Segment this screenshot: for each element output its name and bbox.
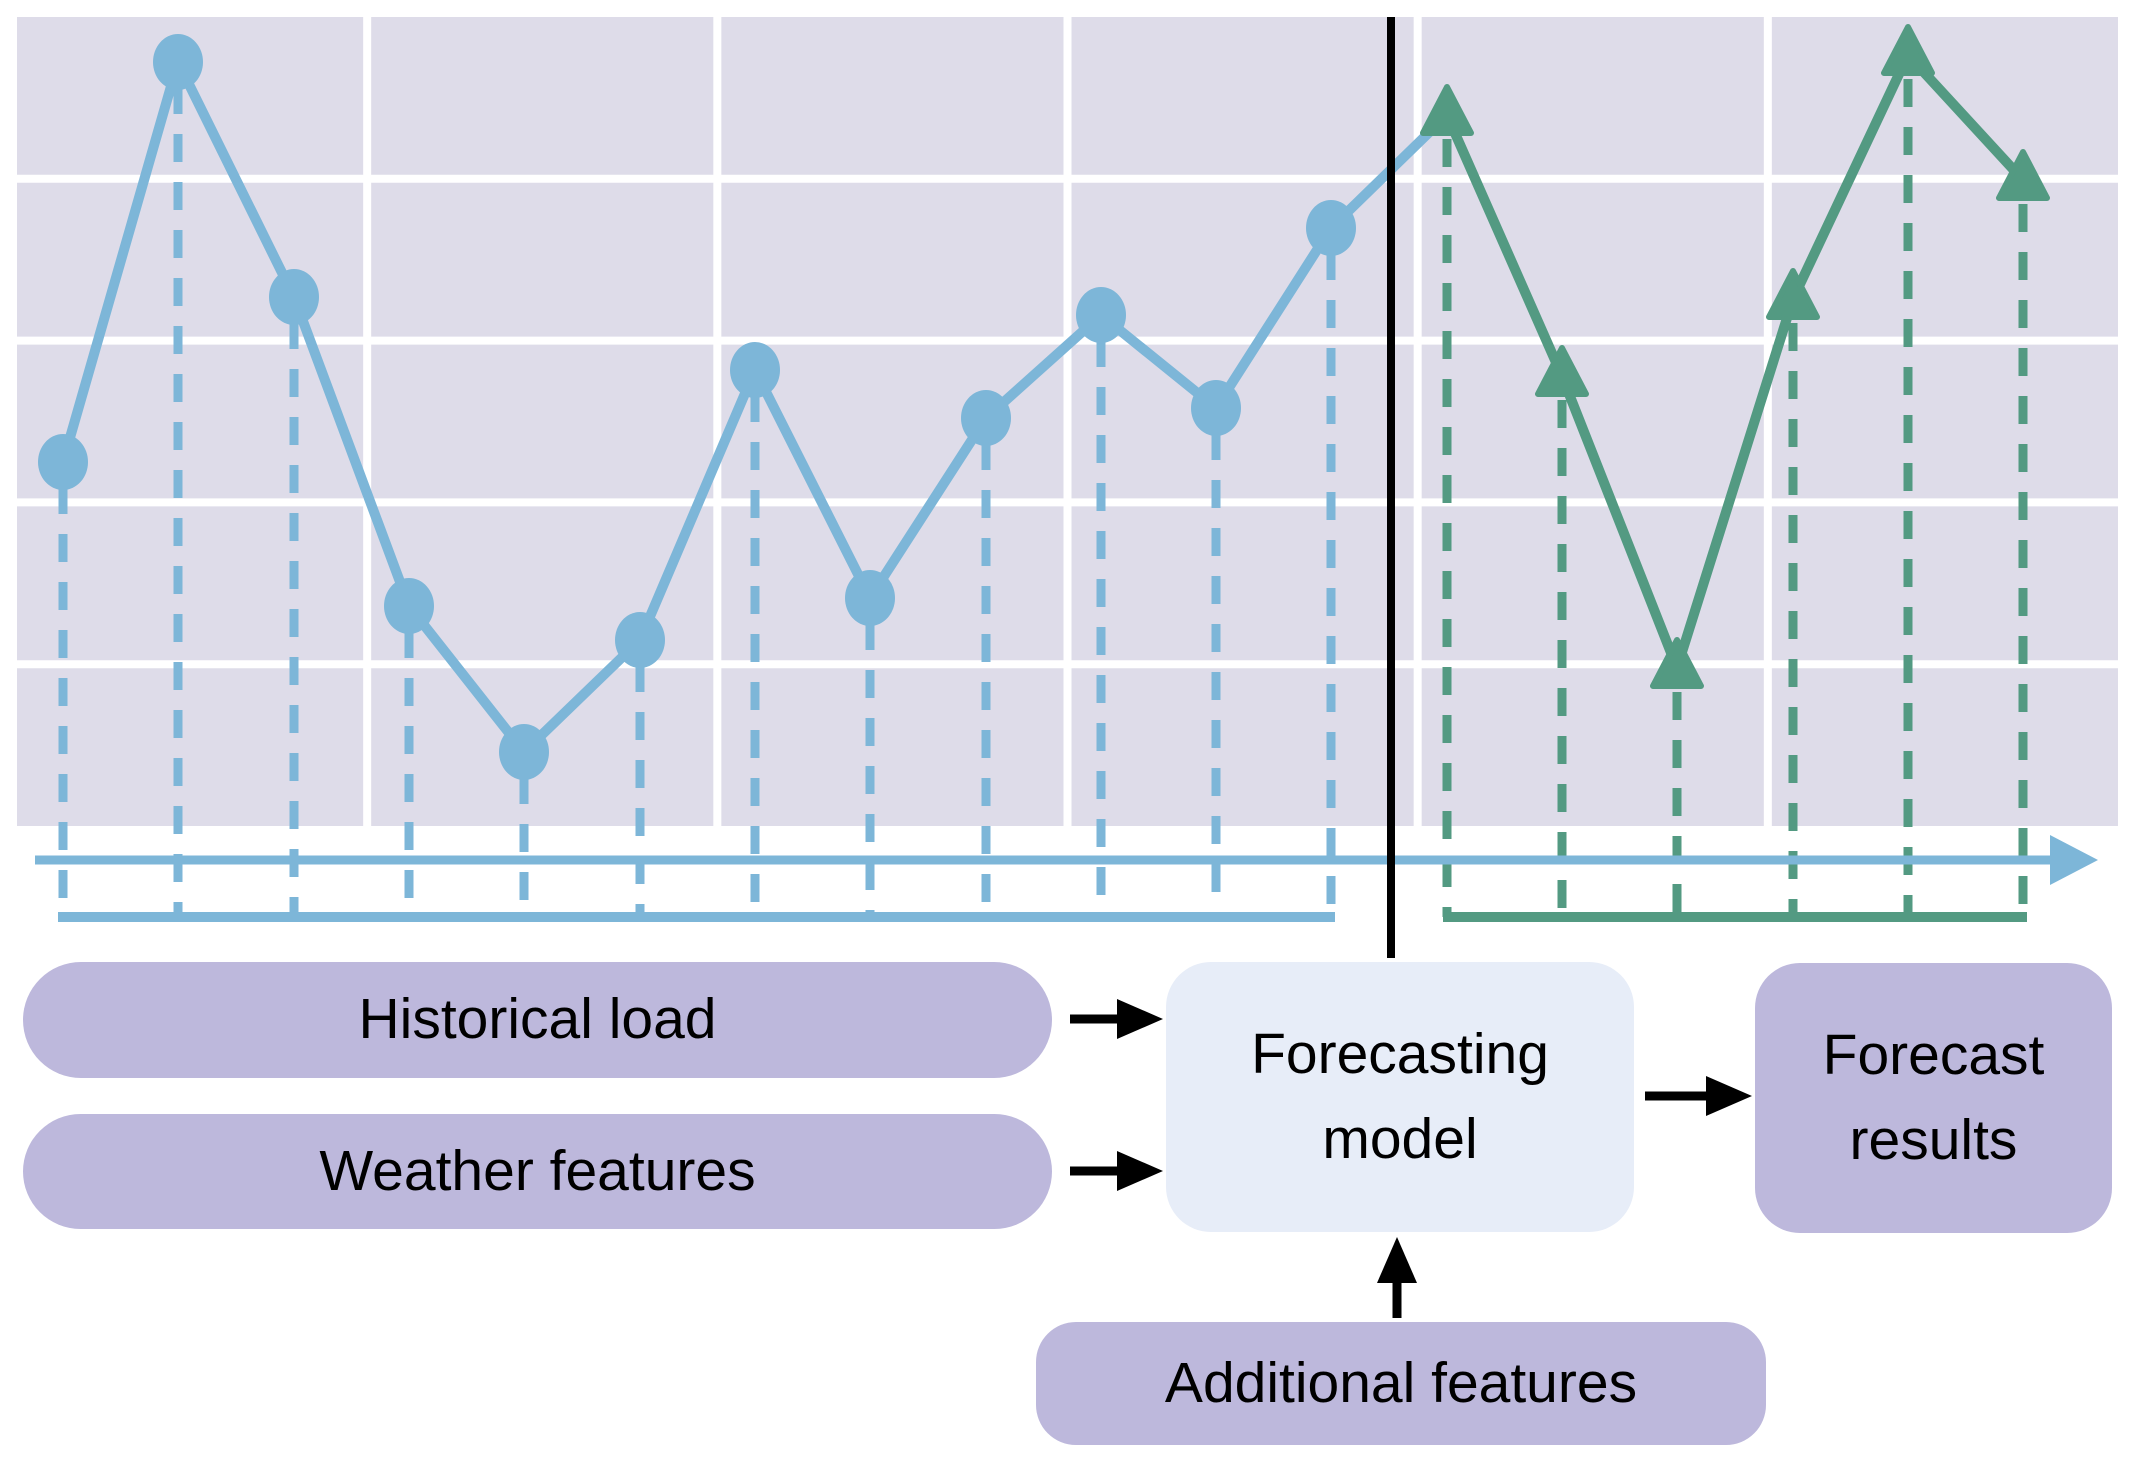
additional-features-box: Additional features [1036, 1322, 1766, 1445]
forecasting-model-box: Forecasting model [1166, 962, 1634, 1232]
weather-features-box: Weather features [23, 1114, 1052, 1229]
historical-point-marker [1306, 200, 1356, 256]
arrow-additional-to-model-head-icon [1377, 1237, 1417, 1283]
arrow-model-to-results-head-icon [1706, 1076, 1752, 1116]
forecast-point-marker [1650, 637, 1704, 689]
historical-point-marker [730, 342, 780, 398]
historical-point-marker [615, 612, 665, 668]
arrow-historical-to-model-head-icon [1117, 999, 1163, 1039]
historical-point-marker [153, 34, 203, 90]
historical-point-marker [499, 724, 549, 780]
historical-point-marker [845, 570, 895, 626]
forecast-results-label: Forecast results [1822, 1022, 2045, 1173]
forecast-point-marker [1535, 345, 1589, 397]
arrow-weather-to-model-head-icon [1117, 1151, 1163, 1191]
historical-point-marker [961, 390, 1011, 446]
historical-point-marker [38, 434, 88, 490]
historical-load-label: Historical load [358, 987, 717, 1052]
additional-features-label: Additional features [1164, 1350, 1638, 1415]
time-axis-arrowhead-icon [2050, 835, 2098, 885]
forecast-point-marker [1420, 84, 1474, 136]
historical-point-marker [1076, 287, 1126, 343]
forecast-point-marker [1766, 268, 1820, 320]
historical-point-marker [269, 269, 319, 325]
forecast-results-box: Forecast results [1755, 963, 2112, 1233]
forecast-point-marker [1881, 24, 1935, 76]
historical-load-box: Historical load [23, 962, 1052, 1078]
weather-features-label: Weather features [319, 1138, 756, 1203]
forecast-point-marker [1996, 149, 2050, 201]
forecasting-model-label: Forecasting model [1251, 1021, 1549, 1172]
historical-point-marker [384, 578, 434, 634]
historical-point-marker [1191, 380, 1241, 436]
